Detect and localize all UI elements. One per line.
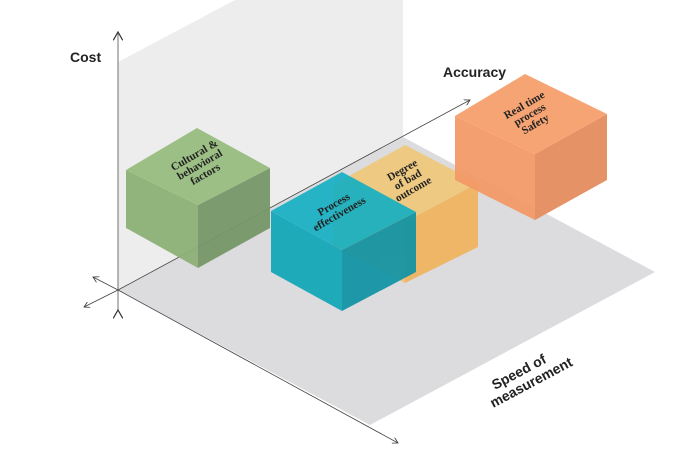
cube-cultural xyxy=(126,128,270,268)
speed-axis xyxy=(117,289,398,443)
cube-realtime xyxy=(455,74,607,220)
cube-process xyxy=(271,172,416,311)
reverse-axis xyxy=(93,277,119,291)
accuracy-axis xyxy=(117,100,470,291)
reverse-axis-2 xyxy=(84,289,119,307)
accuracy-axis-label: Accuracy xyxy=(443,64,506,80)
cost-axis-label: Cost xyxy=(70,49,101,65)
